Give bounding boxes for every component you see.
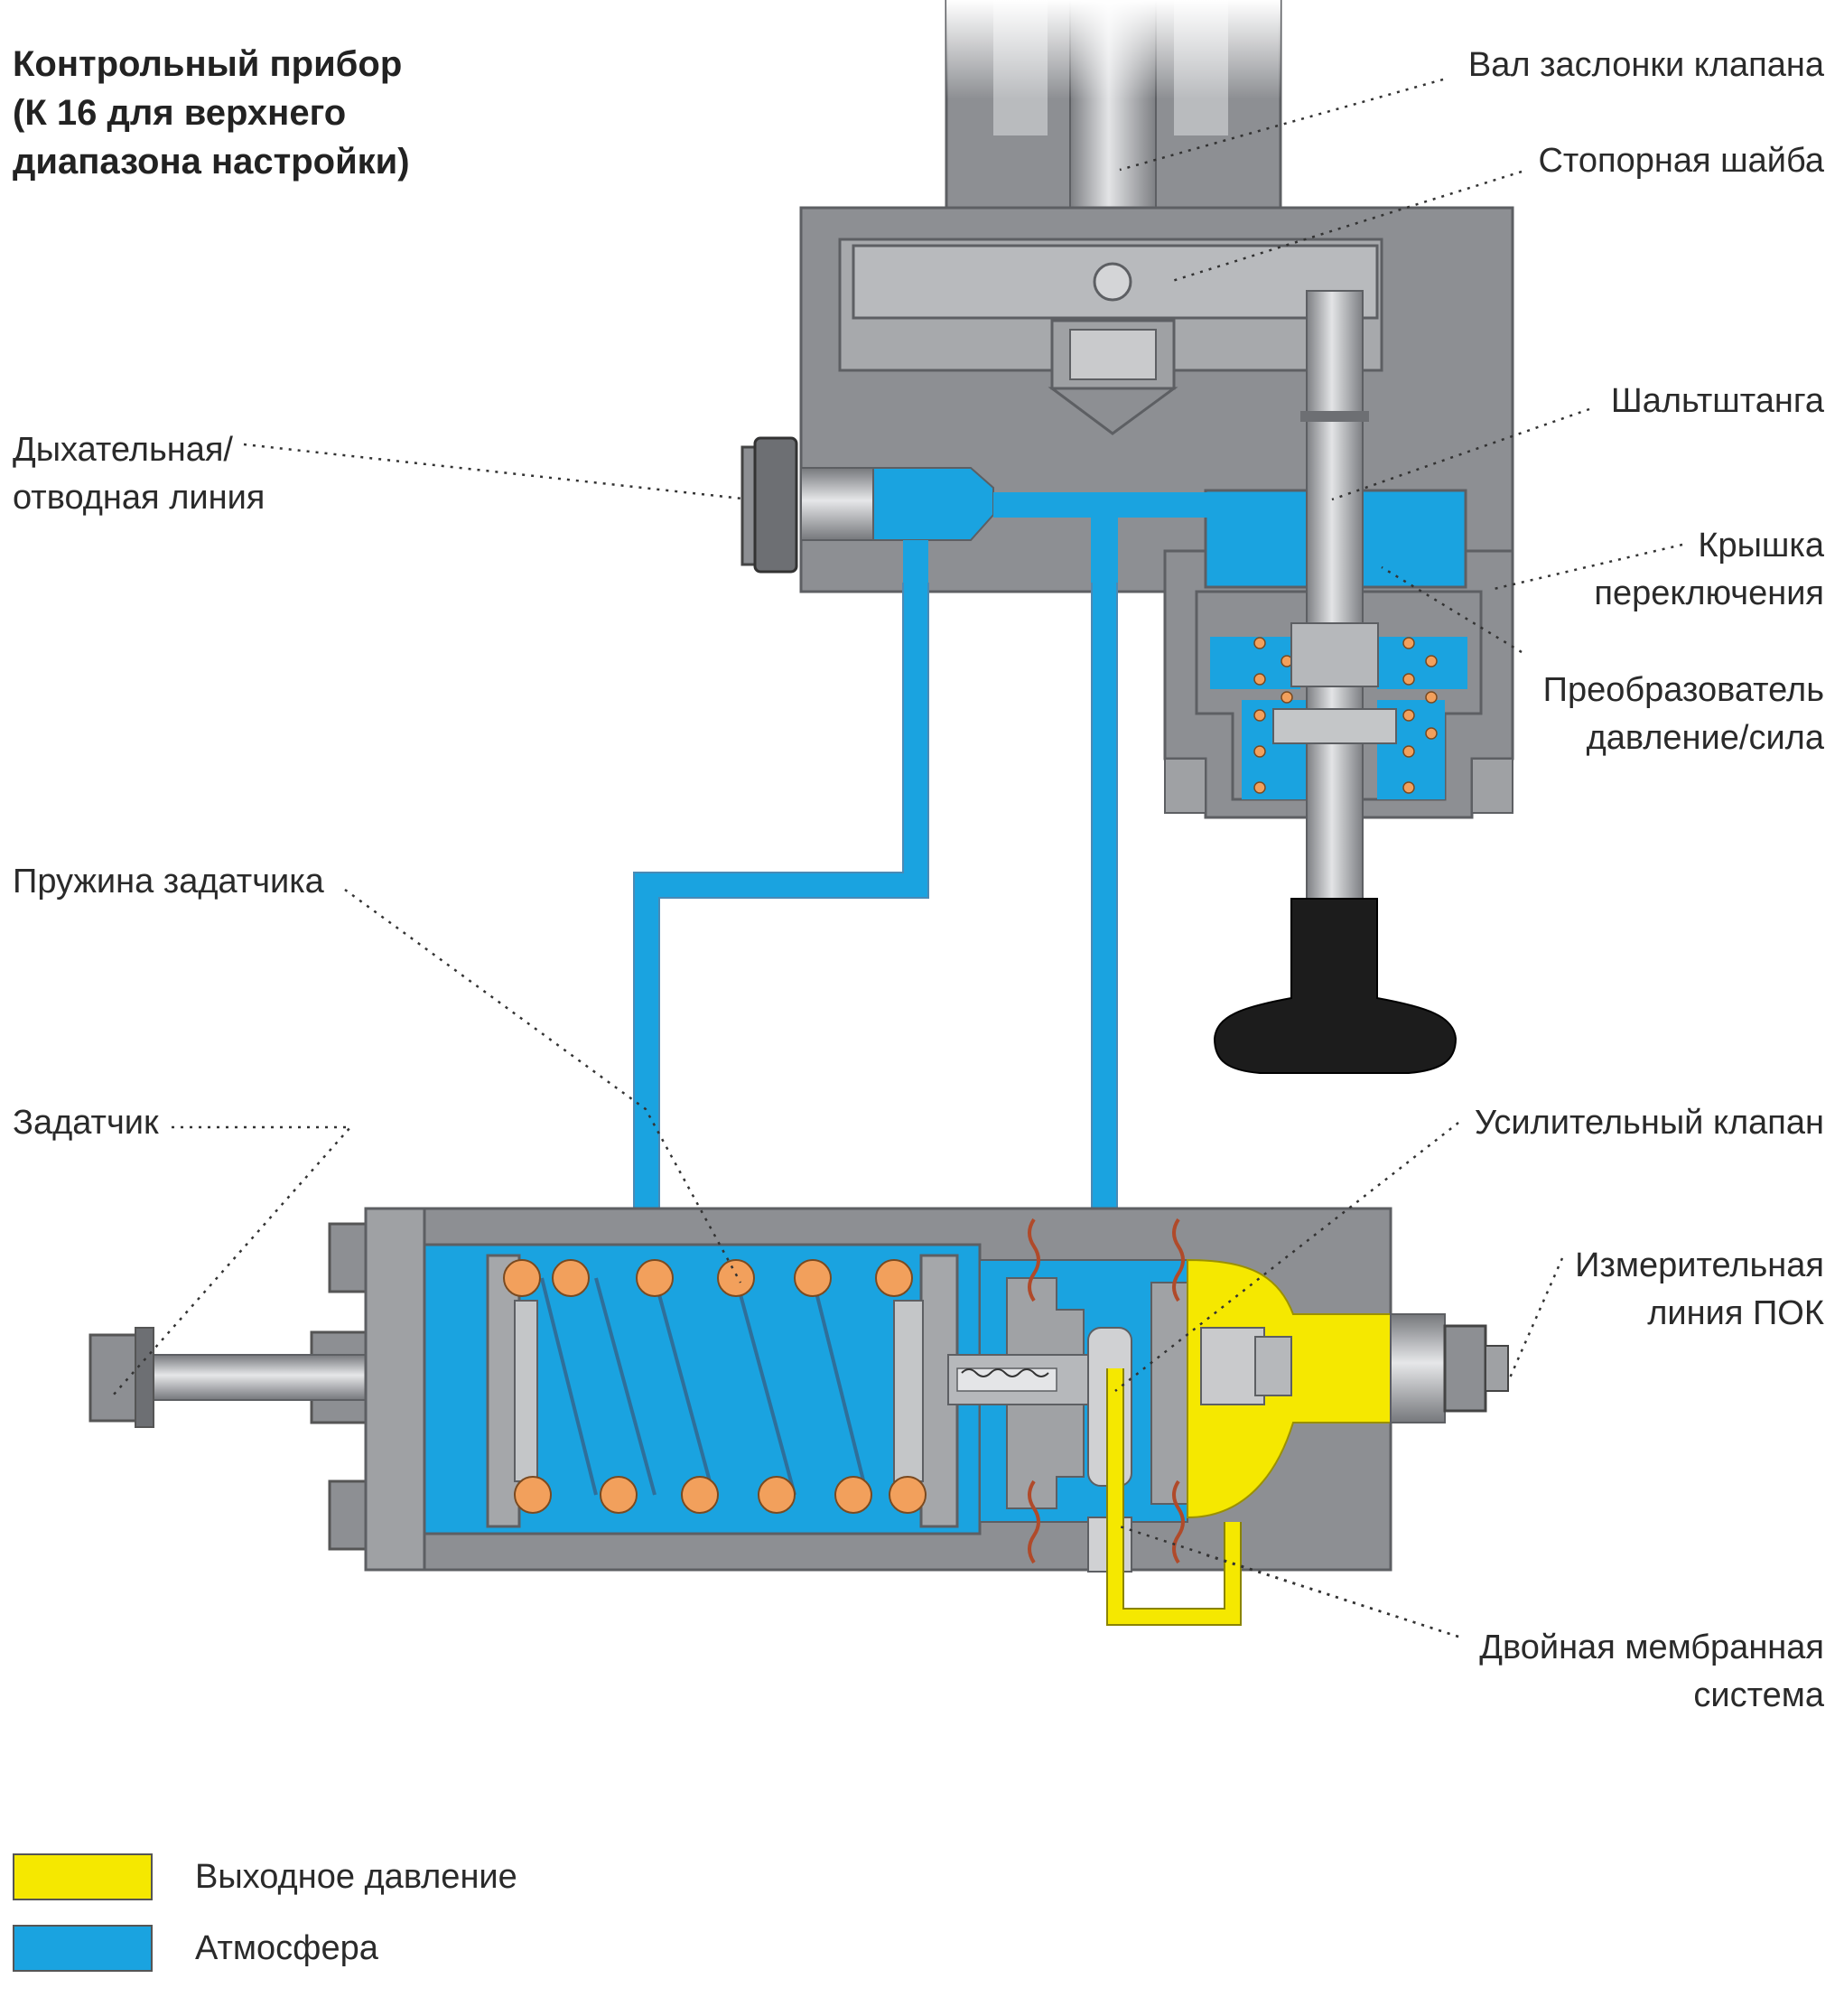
- title-line-2: (К 16 для верхнего: [13, 93, 347, 133]
- label-breather-line: Дыхательная/ отводная линия: [13, 431, 265, 517]
- switch-rod-part: [1306, 290, 1364, 910]
- setpoint-spring-part: [540, 1277, 869, 1496]
- label-switch-rod: Шальтштанга: [1610, 382, 1824, 420]
- handle-knob: [1213, 898, 1458, 1074]
- membrane-lines: [1028, 1218, 1185, 1564]
- label-setpoint-adjuster: Задатчик: [13, 1104, 159, 1142]
- upper-housing: [740, 0, 1514, 1074]
- legend-swatch-output-pressure: [13, 1853, 153, 1900]
- leader-lines: [112, 78, 1683, 1638]
- label-booster-valve: Усилительный клапан: [1474, 1104, 1824, 1142]
- legend-label-atmosphere: Атмосфера: [195, 1929, 378, 1967]
- title-line-1: Контрольный прибор: [13, 44, 403, 84]
- label-valve-shaft: Вал заслонки клапана: [1467, 46, 1824, 84]
- atmosphere-pipes: [634, 583, 1117, 1260]
- label-measuring-line: Измерительная линия ПОК: [1575, 1246, 1824, 1332]
- legend-label-output-pressure: Выходное давление: [195, 1858, 517, 1896]
- label-switch-cover: Крышка переключения: [1594, 527, 1824, 612]
- lower-housing: [88, 1207, 1509, 1626]
- title-line-3: диапазона настройки): [13, 142, 410, 182]
- label-pressure-force-converter: Преобразователь давление/сила: [1542, 671, 1824, 757]
- label-lock-washer: Стопорная шайба: [1538, 142, 1824, 180]
- legend-swatch-atmosphere: [13, 1925, 153, 1972]
- label-setpoint-spring: Пружина задатчика: [13, 863, 324, 901]
- diagram-title: Контрольный прибор (К 16 для верхнего ди…: [13, 40, 518, 186]
- label-double-membrane: Двойная мембранная система: [1479, 1629, 1824, 1714]
